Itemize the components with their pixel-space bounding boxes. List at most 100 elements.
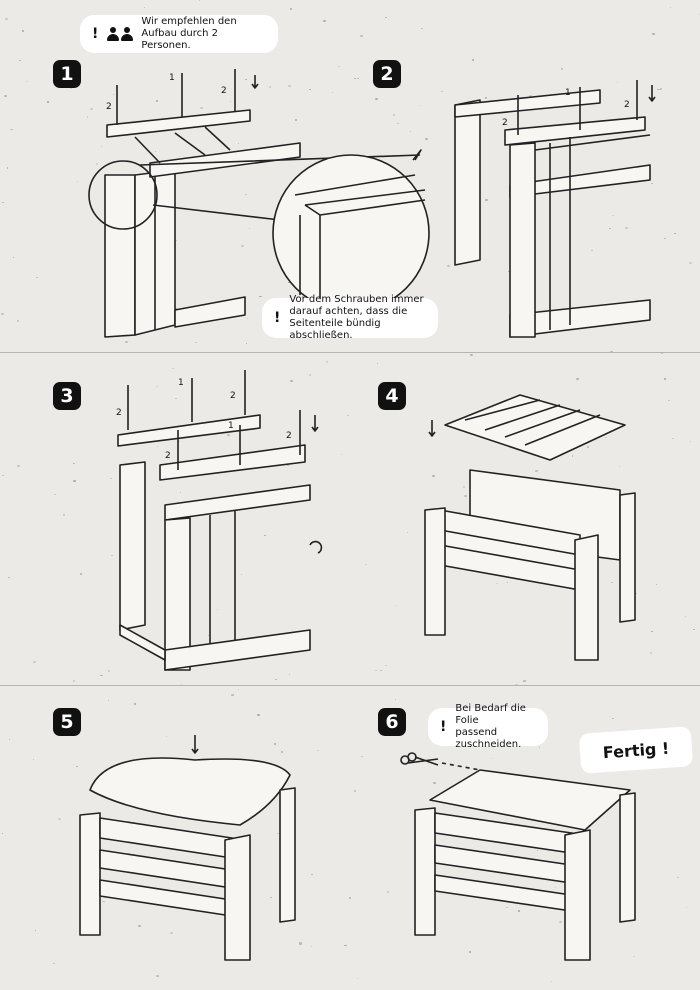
speck <box>21 29 25 32</box>
speck <box>290 8 293 10</box>
speck <box>3 94 7 97</box>
speck <box>245 194 247 196</box>
speck <box>433 782 437 785</box>
step-badge-1: 1 <box>53 60 81 88</box>
speck <box>420 27 424 30</box>
speck <box>684 616 686 618</box>
speck <box>660 88 663 90</box>
speck <box>310 873 313 875</box>
speck <box>58 817 61 820</box>
flush-note-line: darauf achten, dass die <box>289 306 408 317</box>
exclamation-icon: ! <box>92 26 99 42</box>
speck <box>35 929 37 931</box>
speck <box>612 718 614 720</box>
screw-label: 2 <box>230 391 236 401</box>
speck <box>535 470 538 472</box>
speck <box>349 897 352 899</box>
speck <box>134 703 137 705</box>
speck <box>347 415 349 417</box>
step-badge-5: 5 <box>53 708 81 736</box>
speck <box>674 232 676 234</box>
speck <box>376 362 379 364</box>
speck <box>308 88 311 91</box>
speck <box>109 478 112 480</box>
speck <box>287 281 290 284</box>
speck <box>100 145 102 147</box>
speck <box>90 107 94 110</box>
speck <box>387 891 390 893</box>
speck <box>672 437 674 439</box>
speck <box>616 82 618 83</box>
speck <box>17 465 20 468</box>
speck <box>495 582 498 585</box>
exclamation-icon: ! <box>274 310 281 326</box>
speck <box>175 240 178 242</box>
speck <box>667 399 671 402</box>
speck <box>245 78 247 81</box>
speck <box>380 669 382 671</box>
speck <box>2 474 5 477</box>
speck <box>490 758 493 760</box>
speck <box>230 694 234 697</box>
speck <box>80 573 83 575</box>
speck <box>237 143 239 144</box>
speck <box>273 743 277 745</box>
speck <box>170 931 173 934</box>
speck <box>52 963 55 965</box>
step-badge-6: 6 <box>378 708 406 736</box>
speck <box>354 77 357 80</box>
speck <box>238 689 240 691</box>
speck <box>124 340 128 343</box>
foil-note-line: passend zuschneiden. <box>455 727 522 750</box>
speck <box>36 276 39 279</box>
section-divider <box>0 685 700 686</box>
speck <box>281 751 284 753</box>
speck <box>663 378 667 381</box>
speck <box>16 320 19 322</box>
speck <box>559 921 562 924</box>
speck <box>669 6 672 8</box>
speck <box>469 951 472 953</box>
speck <box>608 227 612 230</box>
screw-label: 2 <box>116 408 122 418</box>
speck <box>586 446 589 448</box>
team-note-line: Wir empfehlen den <box>141 16 237 27</box>
step-badge-4: 4 <box>378 382 406 410</box>
speck <box>384 16 387 18</box>
speck <box>288 674 290 675</box>
speck <box>156 445 158 447</box>
screw-label: 2 <box>221 86 227 96</box>
speck <box>195 341 198 343</box>
speck <box>2 833 4 835</box>
speck <box>156 975 159 977</box>
speck <box>571 455 574 457</box>
speck <box>649 652 652 654</box>
speck <box>392 114 395 116</box>
speck <box>240 574 242 575</box>
speck <box>551 981 553 983</box>
speck <box>471 59 475 61</box>
speck <box>268 86 272 88</box>
arrow-down-icon <box>428 420 436 437</box>
speck <box>155 151 157 153</box>
speck <box>652 33 655 36</box>
speck <box>73 680 75 682</box>
step-4-illustration <box>424 394 636 661</box>
speck <box>344 944 347 947</box>
step-badge-2: 2 <box>373 60 401 88</box>
speck <box>175 398 178 400</box>
section-divider <box>0 352 700 353</box>
speck <box>505 906 508 909</box>
arrow-down-icon <box>191 735 199 754</box>
step-5-illustration <box>79 735 296 961</box>
speck <box>539 747 541 749</box>
step-3-illustration: 2 1 2 1 2 2 <box>116 370 323 671</box>
speck <box>75 765 79 768</box>
speck <box>385 665 388 667</box>
speck <box>216 609 218 611</box>
flush-note-line: Seitenteile bündig abschließen. <box>289 318 381 341</box>
